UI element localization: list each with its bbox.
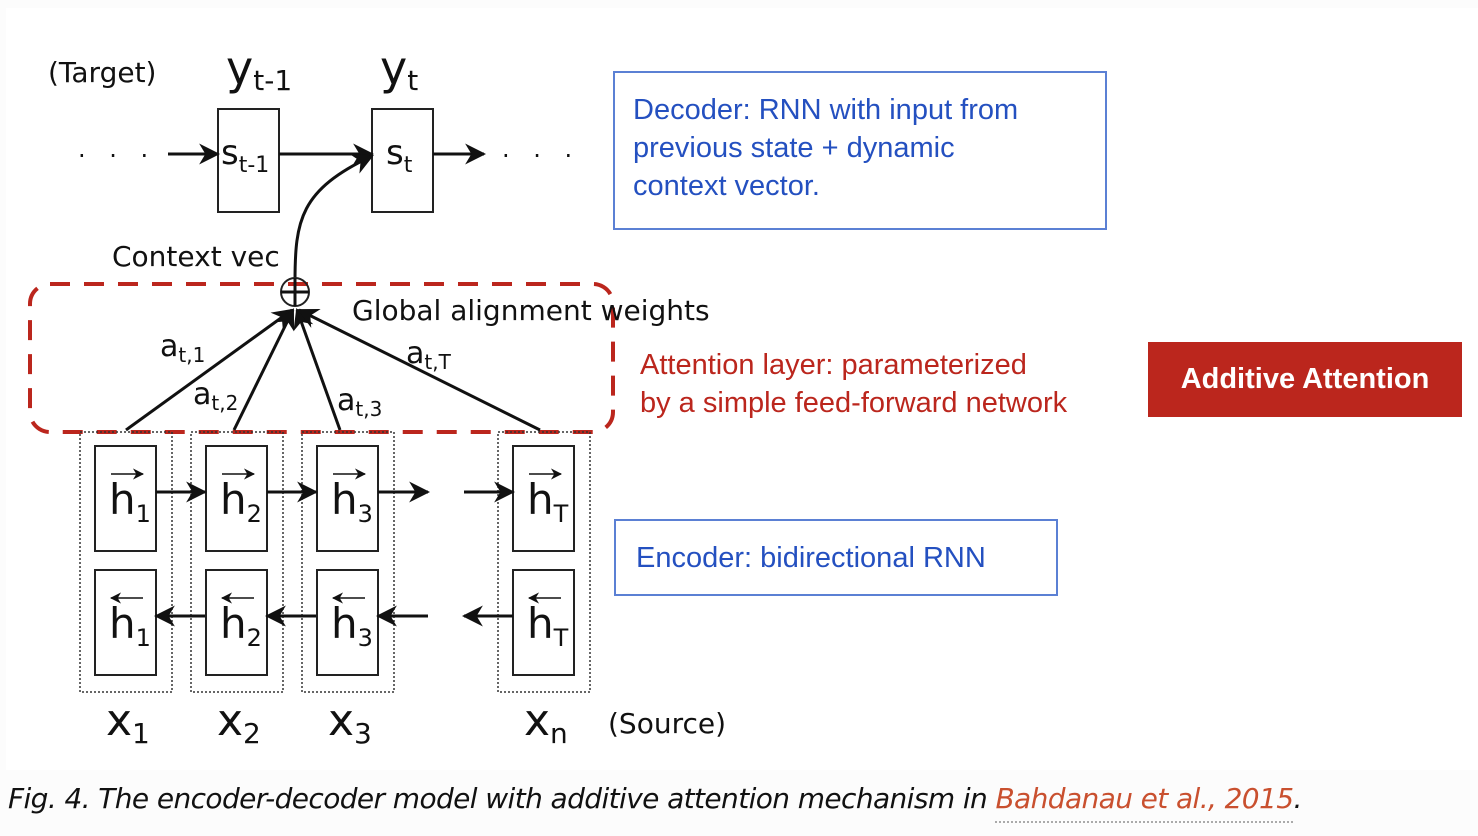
sum-node-icon (280, 277, 310, 307)
hidden-state-box-bwd (205, 569, 268, 676)
encoder-annotation-box: Encoder: bidirectional RNN (614, 519, 1058, 596)
encoder-column: h1 h1 x1 (79, 431, 173, 750)
caption-text: Fig. 4. The encoder-decoder model with a… (8, 782, 996, 815)
hidden-state-box-bwd (512, 569, 575, 676)
symbol-base: y (380, 41, 407, 95)
input-token-label: x2 (217, 695, 261, 750)
input-token-label: xn (524, 695, 568, 750)
weight-label-T: at,T (406, 336, 452, 374)
hidden-state-bwd-label: h3 (331, 599, 373, 652)
hidden-state-fwd-label: h2 (220, 475, 262, 528)
symbol-sub: t-1 (253, 64, 292, 97)
hidden-state-box-fwd (94, 445, 157, 552)
hidden-state-fwd-label: hT (527, 475, 569, 528)
context-vector-label: Context vec (112, 240, 280, 273)
weight-label-2: at,2 (193, 377, 238, 415)
symbol-sub: t (407, 64, 418, 97)
decoder-output-y-prev: yt-1 (226, 41, 292, 97)
weight-line-3 (293, 308, 342, 431)
weight-label-3: at,3 (337, 383, 382, 421)
weight-line-T (297, 308, 541, 432)
hidden-state-bwd-label: hT (527, 599, 569, 652)
ellipsis-right: . . . (502, 135, 580, 163)
symbol-base: y (226, 41, 253, 95)
encoder-column: h3 h3 x3 (301, 431, 395, 750)
decoder-annotation-line-2: previous state + dynamic (633, 132, 955, 164)
column-outline (190, 431, 284, 693)
hidden-state-box-bwd (94, 569, 157, 676)
hidden-state-fwd-label: h3 (331, 475, 373, 528)
decoder-annotation-box: Decoder: RNN with input from previous st… (613, 71, 1107, 230)
context-vector-arrow (293, 154, 374, 283)
weight-line-2 (232, 308, 295, 431)
svg-text:yt: yt (380, 41, 418, 97)
weight-line-1 (125, 308, 294, 432)
figure-caption: Fig. 4. The encoder-decoder model with a… (8, 782, 1302, 823)
source-label: (Source) (608, 707, 726, 740)
decoder-state-box-prev (217, 108, 280, 213)
target-label: (Target) (48, 56, 156, 89)
hidden-state-box-fwd (512, 445, 575, 552)
additive-attention-badge: Additive Attention (1148, 342, 1462, 417)
citation-link[interactable]: Bahdanau et al., 2015 (995, 782, 1294, 823)
decoder-annotation-line-3: context vector. (633, 170, 820, 202)
decoder-state-t: st (386, 133, 413, 178)
encoder-annotation-text: Encoder: bidirectional RNN (636, 542, 986, 574)
encoder-columns: h1 h1 x1 h2 h2 x2 h3 h3 x3 hT hT xn (79, 431, 591, 750)
decoder-annotation-line-1: Decoder: RNN with input from (633, 94, 1019, 126)
column-outline (79, 431, 173, 693)
ellipsis-left: . . . (78, 135, 156, 163)
svg-text:yt-1: yt-1 (226, 41, 292, 97)
decoder-output-y-t: yt (380, 41, 418, 97)
decoder-state-prev: st-1 (221, 133, 269, 178)
caption-suffix: . (1293, 782, 1302, 815)
global-alignment-label: Global alignment weights (352, 294, 710, 327)
encoder-column: h2 h2 x2 (190, 431, 284, 750)
hidden-state-box-bwd (316, 569, 379, 676)
column-outline (301, 431, 395, 693)
attention-annotation-line-2: by a simple feed-forward network (640, 387, 1068, 419)
attention-layer-region (28, 282, 615, 434)
input-token-label: x1 (106, 695, 150, 750)
column-outline (497, 431, 591, 693)
hidden-state-fwd-label: h1 (109, 475, 151, 528)
hidden-state-box-fwd (205, 445, 268, 552)
attention-annotation: Attention layer: parameterized by a simp… (640, 346, 1067, 422)
encoder-column: hT hT xn (497, 431, 591, 750)
attention-annotation-line-1: Attention layer: parameterized (640, 349, 1027, 381)
hidden-state-bwd-label: h2 (220, 599, 262, 652)
input-token-label: x3 (328, 695, 372, 750)
hidden-state-bwd-label: h1 (109, 599, 151, 652)
weight-label-1: at,1 (160, 329, 205, 367)
hidden-state-box-fwd (316, 445, 379, 552)
